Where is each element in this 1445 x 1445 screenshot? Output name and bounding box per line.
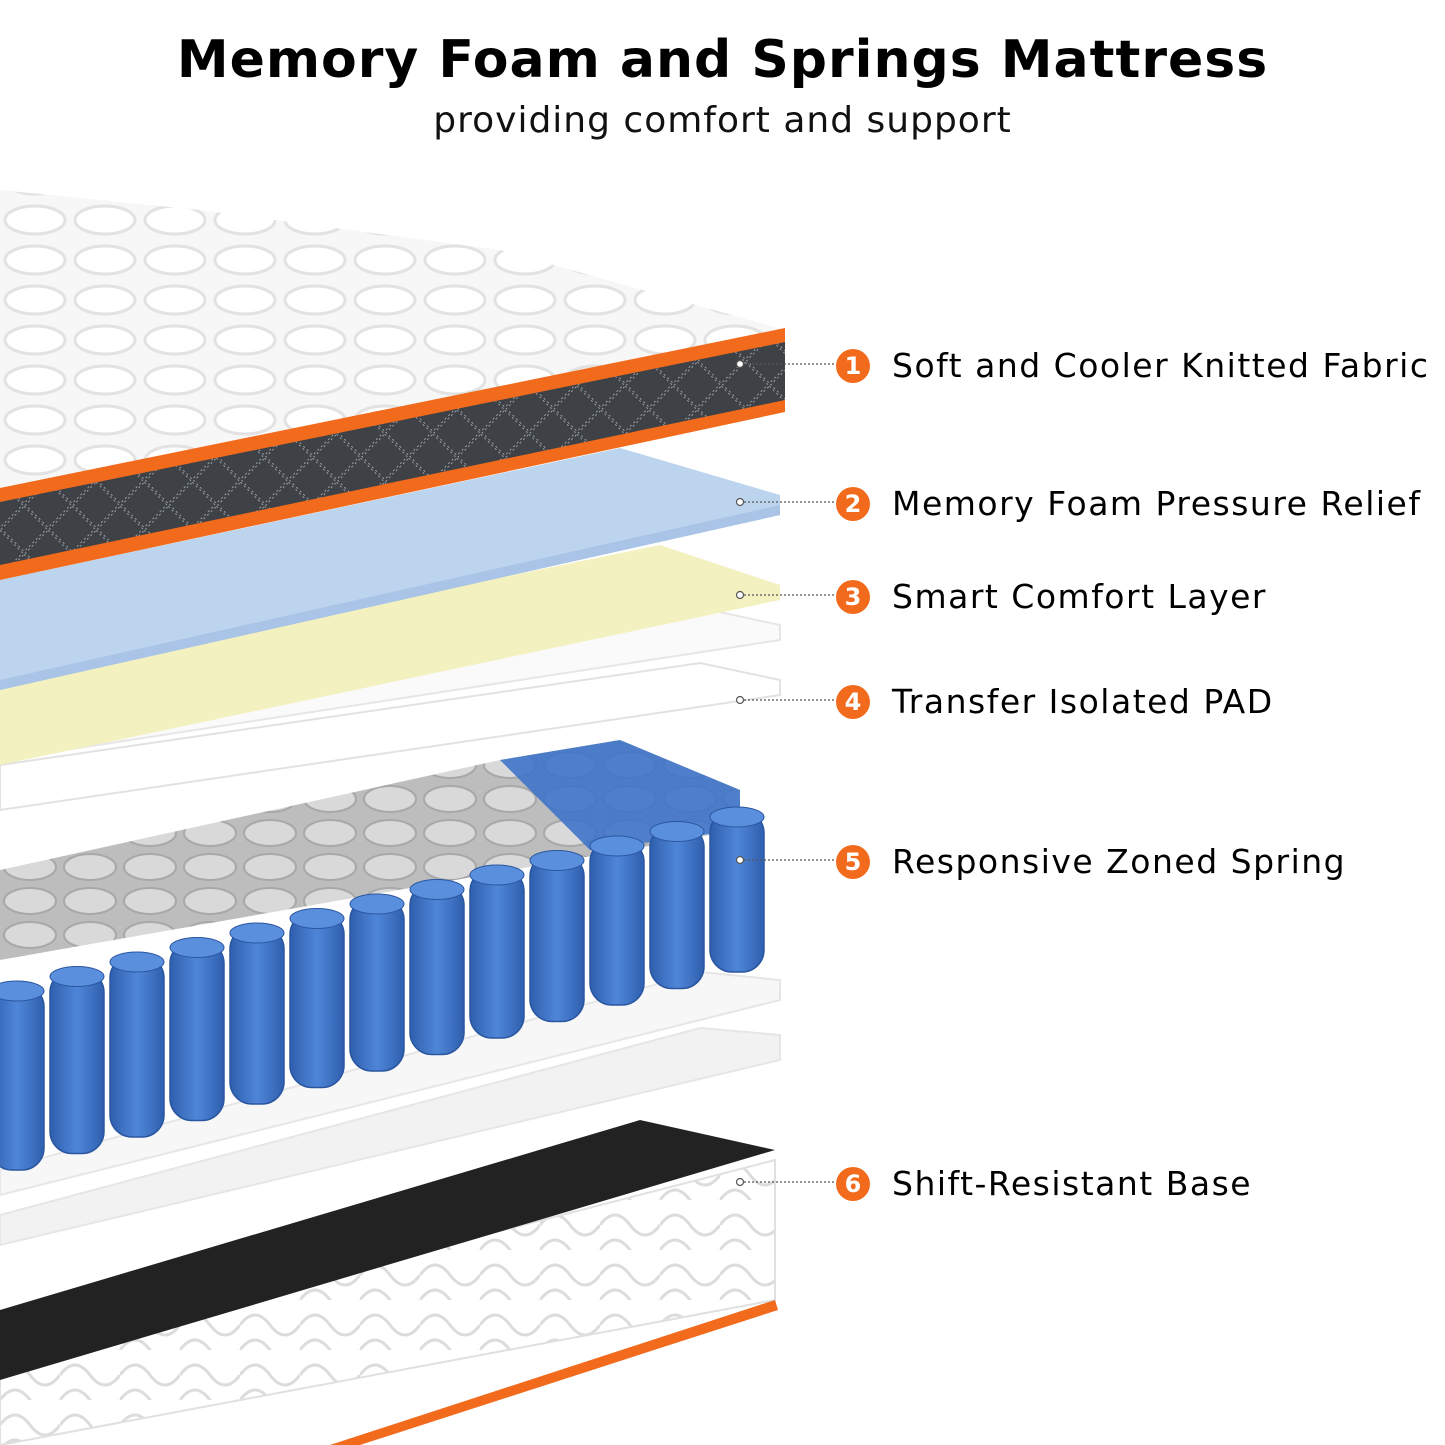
spring-coil xyxy=(349,897,405,1072)
spring-coil-top xyxy=(589,835,645,857)
spring-coils xyxy=(0,806,765,1171)
spring-coil xyxy=(109,955,165,1138)
layer-label-text: Smart Comfort Layer xyxy=(892,577,1267,616)
layer-label-2: 2 Memory Foam Pressure Relief xyxy=(836,484,1421,523)
spring-coil xyxy=(649,824,705,990)
spring-coil xyxy=(529,853,585,1023)
layer-label-4: 4 Transfer Isolated PAD xyxy=(836,682,1274,721)
badge-number-icon: 3 xyxy=(836,579,870,614)
spring-coil xyxy=(709,810,765,973)
spring-coil-top xyxy=(409,879,465,900)
spring-coil-top xyxy=(169,937,225,958)
layer-label-6: 6 Shift-Resistant Base xyxy=(836,1164,1252,1203)
badge-number-icon: 2 xyxy=(836,486,870,521)
layer-label-text: Shift-Resistant Base xyxy=(892,1164,1253,1203)
layer-label-5: 5 Responsive Zoned Spring xyxy=(836,842,1346,881)
spring-coil-top xyxy=(529,850,585,871)
layer-label-text: Memory Foam Pressure Relief xyxy=(892,484,1422,523)
badge-number-icon: 1 xyxy=(836,348,870,383)
spring-coil xyxy=(289,911,345,1089)
spring-coil xyxy=(169,940,225,1122)
spring-coil-top xyxy=(109,951,165,973)
page-title: Memory Foam and Springs Mattress xyxy=(176,30,1269,90)
spring-coil-top xyxy=(49,966,105,987)
spring-coil-top xyxy=(349,893,405,915)
layer-label-1: 1 Soft and Cooler Knitted Fabric xyxy=(836,346,1429,385)
layer-label-text: Transfer Isolated PAD xyxy=(892,682,1274,721)
badge-number-icon: 6 xyxy=(836,1166,870,1201)
page-subtitle: providing comfort and support xyxy=(433,100,1012,141)
spring-coil xyxy=(409,882,465,1056)
badge-number-icon: 5 xyxy=(836,844,870,879)
spring-coil-top xyxy=(229,922,285,944)
spring-coil-top xyxy=(289,908,345,929)
spring-coil xyxy=(0,984,45,1171)
layer-label-text: Soft and Cooler Knitted Fabric xyxy=(892,346,1430,385)
spring-coil xyxy=(229,926,285,1105)
spring-coil-top xyxy=(649,821,705,842)
layer-label-text: Responsive Zoned Spring xyxy=(892,842,1347,881)
layer-label-3: 3 Smart Comfort Layer xyxy=(836,577,1267,616)
spring-coil-top xyxy=(709,806,765,828)
badge-number-icon: 4 xyxy=(836,684,870,719)
spring-coil xyxy=(589,839,645,1006)
spring-coil xyxy=(49,969,105,1155)
spring-coil xyxy=(469,868,525,1039)
spring-coil-top xyxy=(0,980,45,1002)
spring-coil-top xyxy=(469,864,525,886)
